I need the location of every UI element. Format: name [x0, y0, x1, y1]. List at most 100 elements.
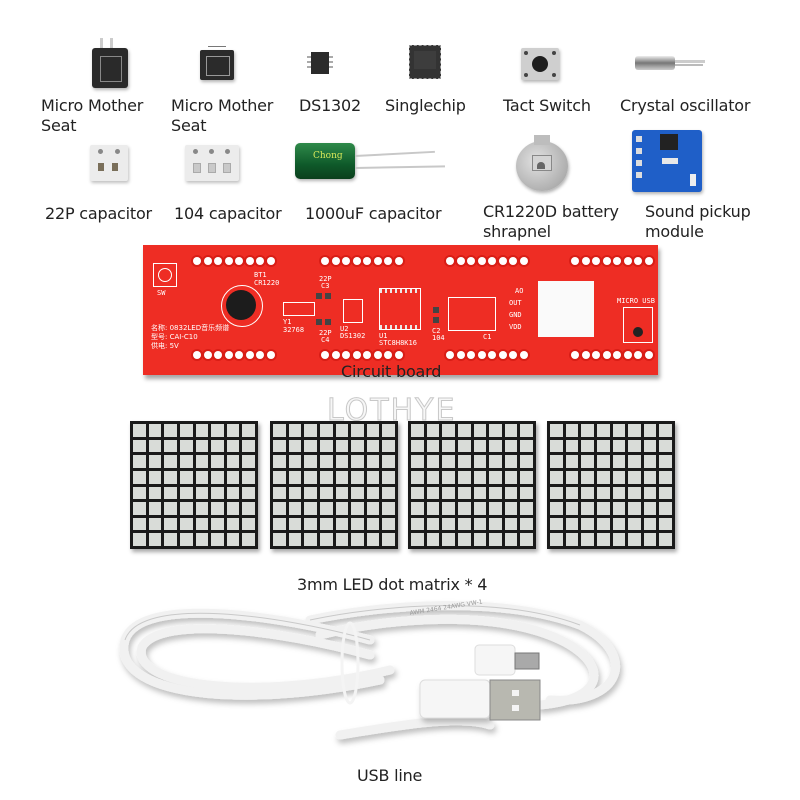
silk-pin-out: OUT: [509, 299, 522, 307]
led-dot: [612, 517, 626, 531]
led-dot: [226, 517, 240, 531]
led-dot: [504, 502, 518, 515]
led-dot: [581, 439, 594, 453]
led-dot: [164, 470, 177, 484]
led-dot: [304, 455, 317, 468]
led-dot: [550, 470, 563, 484]
led-dot: [504, 517, 518, 531]
led-dot: [226, 470, 240, 484]
led-dot: [366, 424, 380, 437]
watermark: LOTHYE: [326, 393, 457, 429]
header-hole: [519, 351, 528, 359]
led-matrix-label: 3mm LED dot matrix * 4: [297, 575, 488, 594]
header-hole: [488, 351, 496, 359]
led-dot: [148, 470, 162, 484]
header-hole: [363, 351, 371, 359]
led-dot: [659, 424, 672, 437]
micro-usb-socket-icon: [92, 38, 128, 88]
led-dot: [226, 439, 240, 453]
c1-footprint: [448, 297, 496, 331]
led-dot: [382, 439, 395, 453]
header-hole: [256, 257, 264, 265]
header-hole: [363, 257, 371, 265]
led-dot: [335, 486, 349, 500]
header-hole: [592, 257, 600, 265]
led-dot: [382, 455, 395, 468]
led-dot: [565, 470, 579, 484]
led-dot: [581, 533, 594, 546]
silk-c1: C1: [483, 333, 492, 341]
header-hole: [446, 351, 454, 359]
led-dot: [335, 424, 349, 437]
led-dot: [288, 424, 302, 437]
led-dot: [226, 424, 240, 437]
header-hole: [456, 351, 465, 359]
circuit-board: SW BT1 CR1220 Y1 32768 22P C3 22P C4 U2 …: [143, 245, 658, 375]
smd-capacitor-icon: [185, 145, 239, 181]
component-label-singlechip: Singlechip: [385, 96, 466, 115]
battery-footprint: [221, 285, 263, 327]
led-dot: [226, 533, 240, 546]
led-dot: [520, 533, 533, 546]
header-hole: [331, 257, 340, 265]
led-dot: [628, 517, 641, 531]
led-dot: [489, 424, 502, 437]
component-label-ds1302: DS1302: [299, 96, 361, 115]
header-hole: [384, 351, 392, 359]
led-dot: [442, 424, 455, 437]
led-dot: [565, 502, 579, 515]
header-hole: [477, 351, 486, 359]
led-dot: [628, 486, 641, 500]
usb-cable-label: USB line: [357, 766, 423, 785]
led-dot: [288, 470, 302, 484]
led-dot: [366, 439, 380, 453]
header-hole: [644, 257, 653, 265]
header-hole: [245, 351, 254, 359]
sound-module-area: [538, 281, 594, 337]
led-dot: [133, 502, 146, 515]
led-dot: [273, 455, 286, 468]
led-dot: [304, 470, 317, 484]
led-dot: [319, 486, 333, 500]
led-dot: [411, 533, 424, 546]
led-dot: [304, 517, 317, 531]
led-dot: [489, 533, 502, 546]
silk-c3: C3: [321, 282, 330, 290]
led-dot: [628, 502, 641, 515]
header-hole: [467, 351, 475, 359]
led-dot: [550, 424, 563, 437]
led-dot: [596, 533, 610, 546]
led-dot: [411, 486, 424, 500]
silk-info-model: 型号: CAI-C10: [151, 333, 198, 341]
silk-c4-value: 22P: [319, 329, 332, 337]
led-dot: [148, 533, 162, 546]
silk-mcu: STC8H8K16: [379, 339, 417, 347]
led-dot: [148, 486, 162, 500]
silk-pin-ao: AO: [515, 287, 524, 295]
led-dot: [520, 470, 533, 484]
led-dot: [442, 533, 455, 546]
led-dot: [426, 439, 440, 453]
led-dot: [273, 486, 286, 500]
header-hole: [519, 257, 528, 265]
led-dot: [226, 502, 240, 515]
header-hole: [613, 257, 621, 265]
led-dot: [411, 439, 424, 453]
led-dot: [133, 533, 146, 546]
led-dot: [351, 470, 364, 484]
led-dot: [164, 455, 177, 468]
header-hole: [321, 351, 329, 359]
led-dot: [550, 517, 563, 531]
led-dot: [550, 502, 563, 515]
led-dot: [148, 502, 162, 515]
led-dot: [288, 517, 302, 531]
led-dot: [211, 502, 224, 515]
led-dot: [565, 517, 579, 531]
led-dot: [226, 455, 240, 468]
electrolytic-capacitor-icon: Chong: [295, 143, 446, 183]
led-dot: [565, 424, 579, 437]
header-hole: [384, 257, 392, 265]
header-hole: [352, 257, 361, 265]
led-dot: [457, 470, 471, 484]
